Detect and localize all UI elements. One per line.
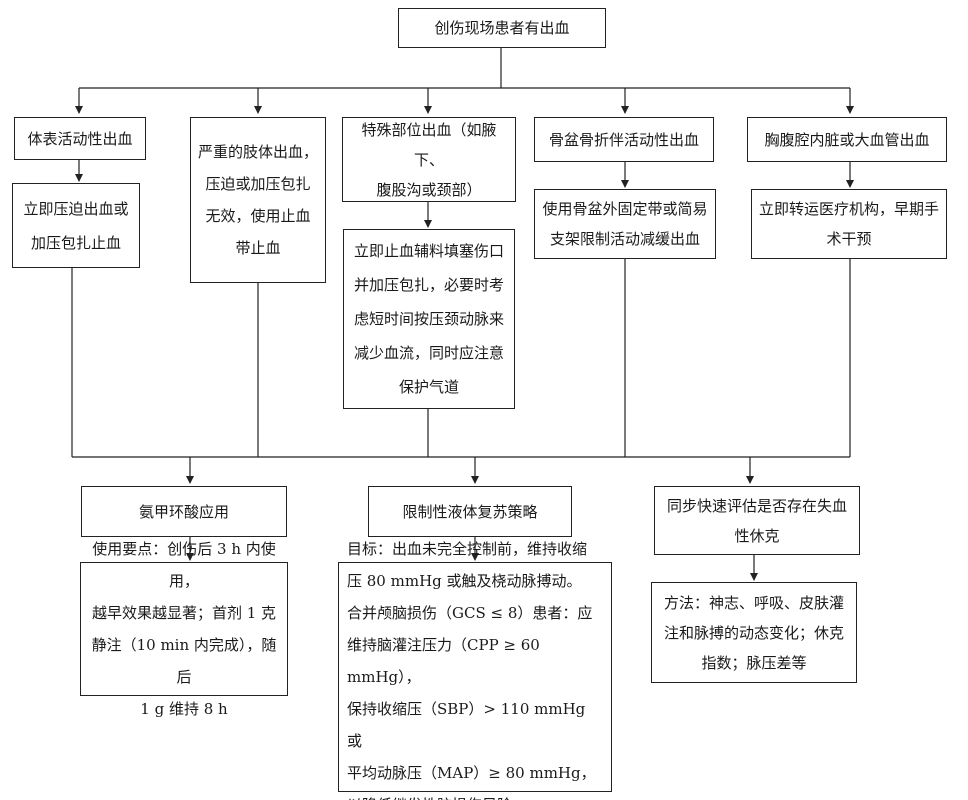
node-thoracoabdominal-bleeding: 胸腹腔内脏或大血管出血 — [747, 117, 947, 162]
node-tranexamic-acid: 氨甲环酸应用 — [81, 486, 287, 537]
node-restrictive-fluid: 限制性液体复苏策略 — [368, 486, 572, 537]
node-pelvic-fracture: 骨盆骨折伴活动性出血 — [534, 117, 714, 162]
node-shock-assessment: 同步快速评估是否存在失血 性休克 — [654, 486, 860, 555]
node-surface-bleeding-action: 立即压迫出血或 加压包扎止血 — [12, 183, 140, 268]
root-node: 创伤现场患者有出血 — [398, 8, 606, 48]
node-special-site-bleeding: 特殊部位出血（如腋下、 腹股沟或颈部） — [342, 117, 516, 202]
node-pelvic-action: 使用骨盆外固定带或简易 支架限制活动减缓出血 — [534, 189, 716, 259]
node-surface-bleeding: 体表活动性出血 — [14, 117, 146, 160]
node-restrictive-fluid-details: 目标：出血未完全控制前，维持收缩 压 80 mmHg 或触及桡动脉搏动。 合并颅… — [338, 540, 612, 800]
node-special-site-action: 立即止血辅料填塞伤口 并加压包扎，必要时考 虑短时间按压颈动脉来 减少血流，同时… — [343, 229, 515, 409]
node-tranexamic-acid-points: 使用要点：创伤后 3 h 内使用， 越早效果越显著；首剂 1 克 静注（10 m… — [80, 540, 288, 718]
node-thoracoabdominal-action: 立即转运医疗机构，早期手 术干预 — [751, 189, 947, 259]
node-shock-assessment-methods: 方法：神志、呼吸、皮肤灌 注和脉搏的动态变化；休克 指数；脉压差等 — [651, 582, 857, 683]
node-limb-bleeding: 严重的肢体出血， 压迫或加压包扎 无效，使用止血 带止血 — [190, 117, 326, 283]
